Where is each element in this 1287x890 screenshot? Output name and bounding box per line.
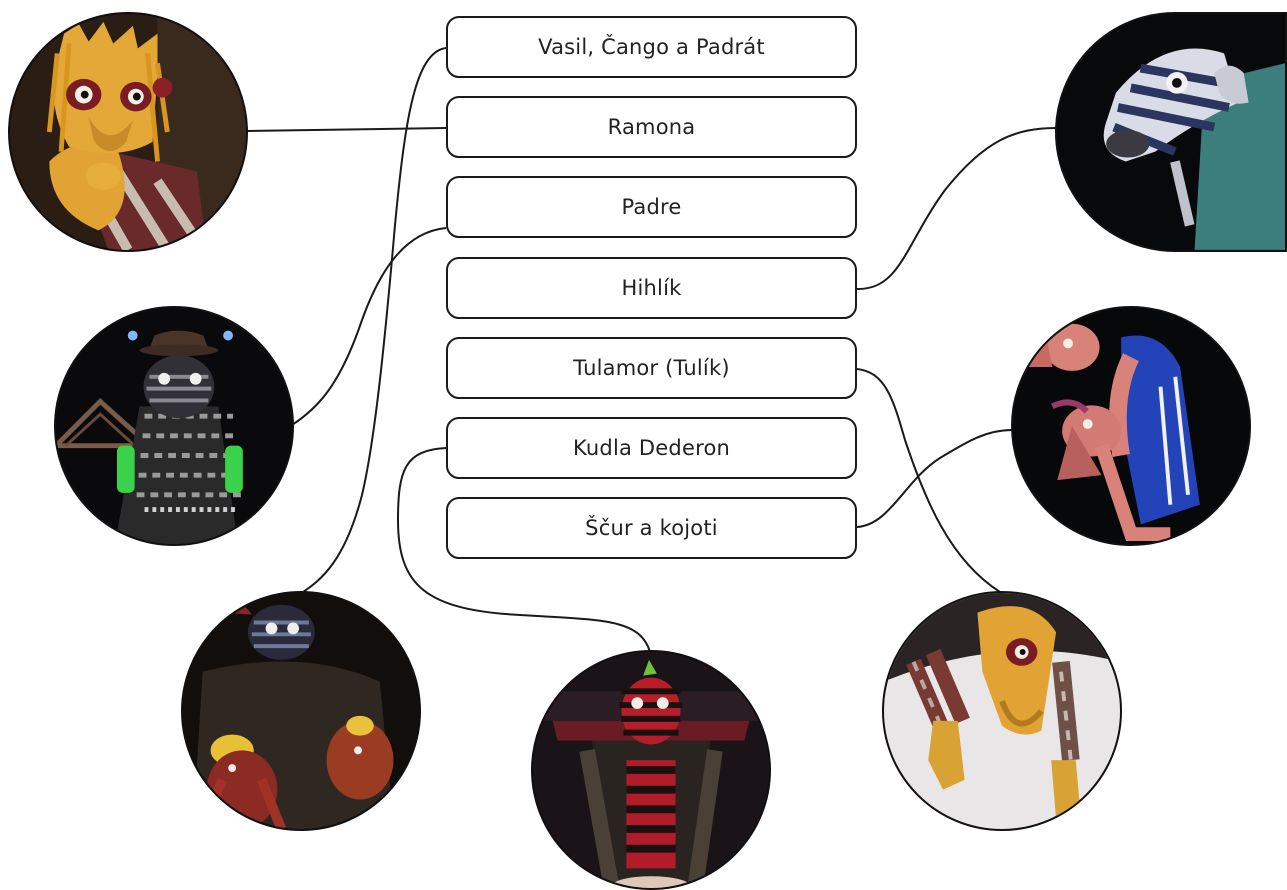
hihlik-puppet-image [1057, 14, 1285, 250]
connector-tulamor [856, 368, 1001, 593]
label-vasil-cango-padrat[interactable]: Vasil, Čango a Padrát [446, 16, 857, 78]
connector-hihlik [856, 127, 1058, 291]
connector-kudla [396, 447, 651, 653]
label-tulamor[interactable]: Tulamor (Tulík) [446, 337, 857, 399]
photo-hihlik[interactable] [1055, 12, 1287, 252]
label-padre[interactable]: Padre [446, 176, 857, 238]
padre-puppet-image [56, 308, 292, 544]
connector-vasil [299, 47, 447, 595]
label-ramona[interactable]: Ramona [446, 96, 857, 158]
kudla-dederon-image [533, 652, 769, 888]
photo-scur-a-kojoti[interactable] [1011, 306, 1251, 546]
label-kudla-dederon[interactable]: Kudla Dederon [446, 417, 857, 479]
tulamor-puppet-image [884, 593, 1120, 829]
photo-kudla-dederon[interactable] [531, 650, 771, 890]
connector-ramona [247, 127, 447, 132]
label-scur-a-kojoti[interactable]: Ščur a kojoti [446, 497, 857, 559]
connector-padre [291, 227, 447, 426]
connector-scur [856, 429, 1013, 528]
scur-a-kojoti-image [1013, 308, 1249, 544]
photo-vasil-cango-padrat[interactable] [181, 591, 421, 831]
photo-ramona[interactable] [8, 12, 248, 252]
photo-tulamor[interactable] [882, 591, 1122, 831]
photo-padre[interactable] [54, 306, 294, 546]
label-hihlik[interactable]: Hihlík [446, 257, 857, 319]
vasil-cango-padrat-image [183, 593, 419, 829]
ramona-puppet-image [10, 14, 246, 250]
